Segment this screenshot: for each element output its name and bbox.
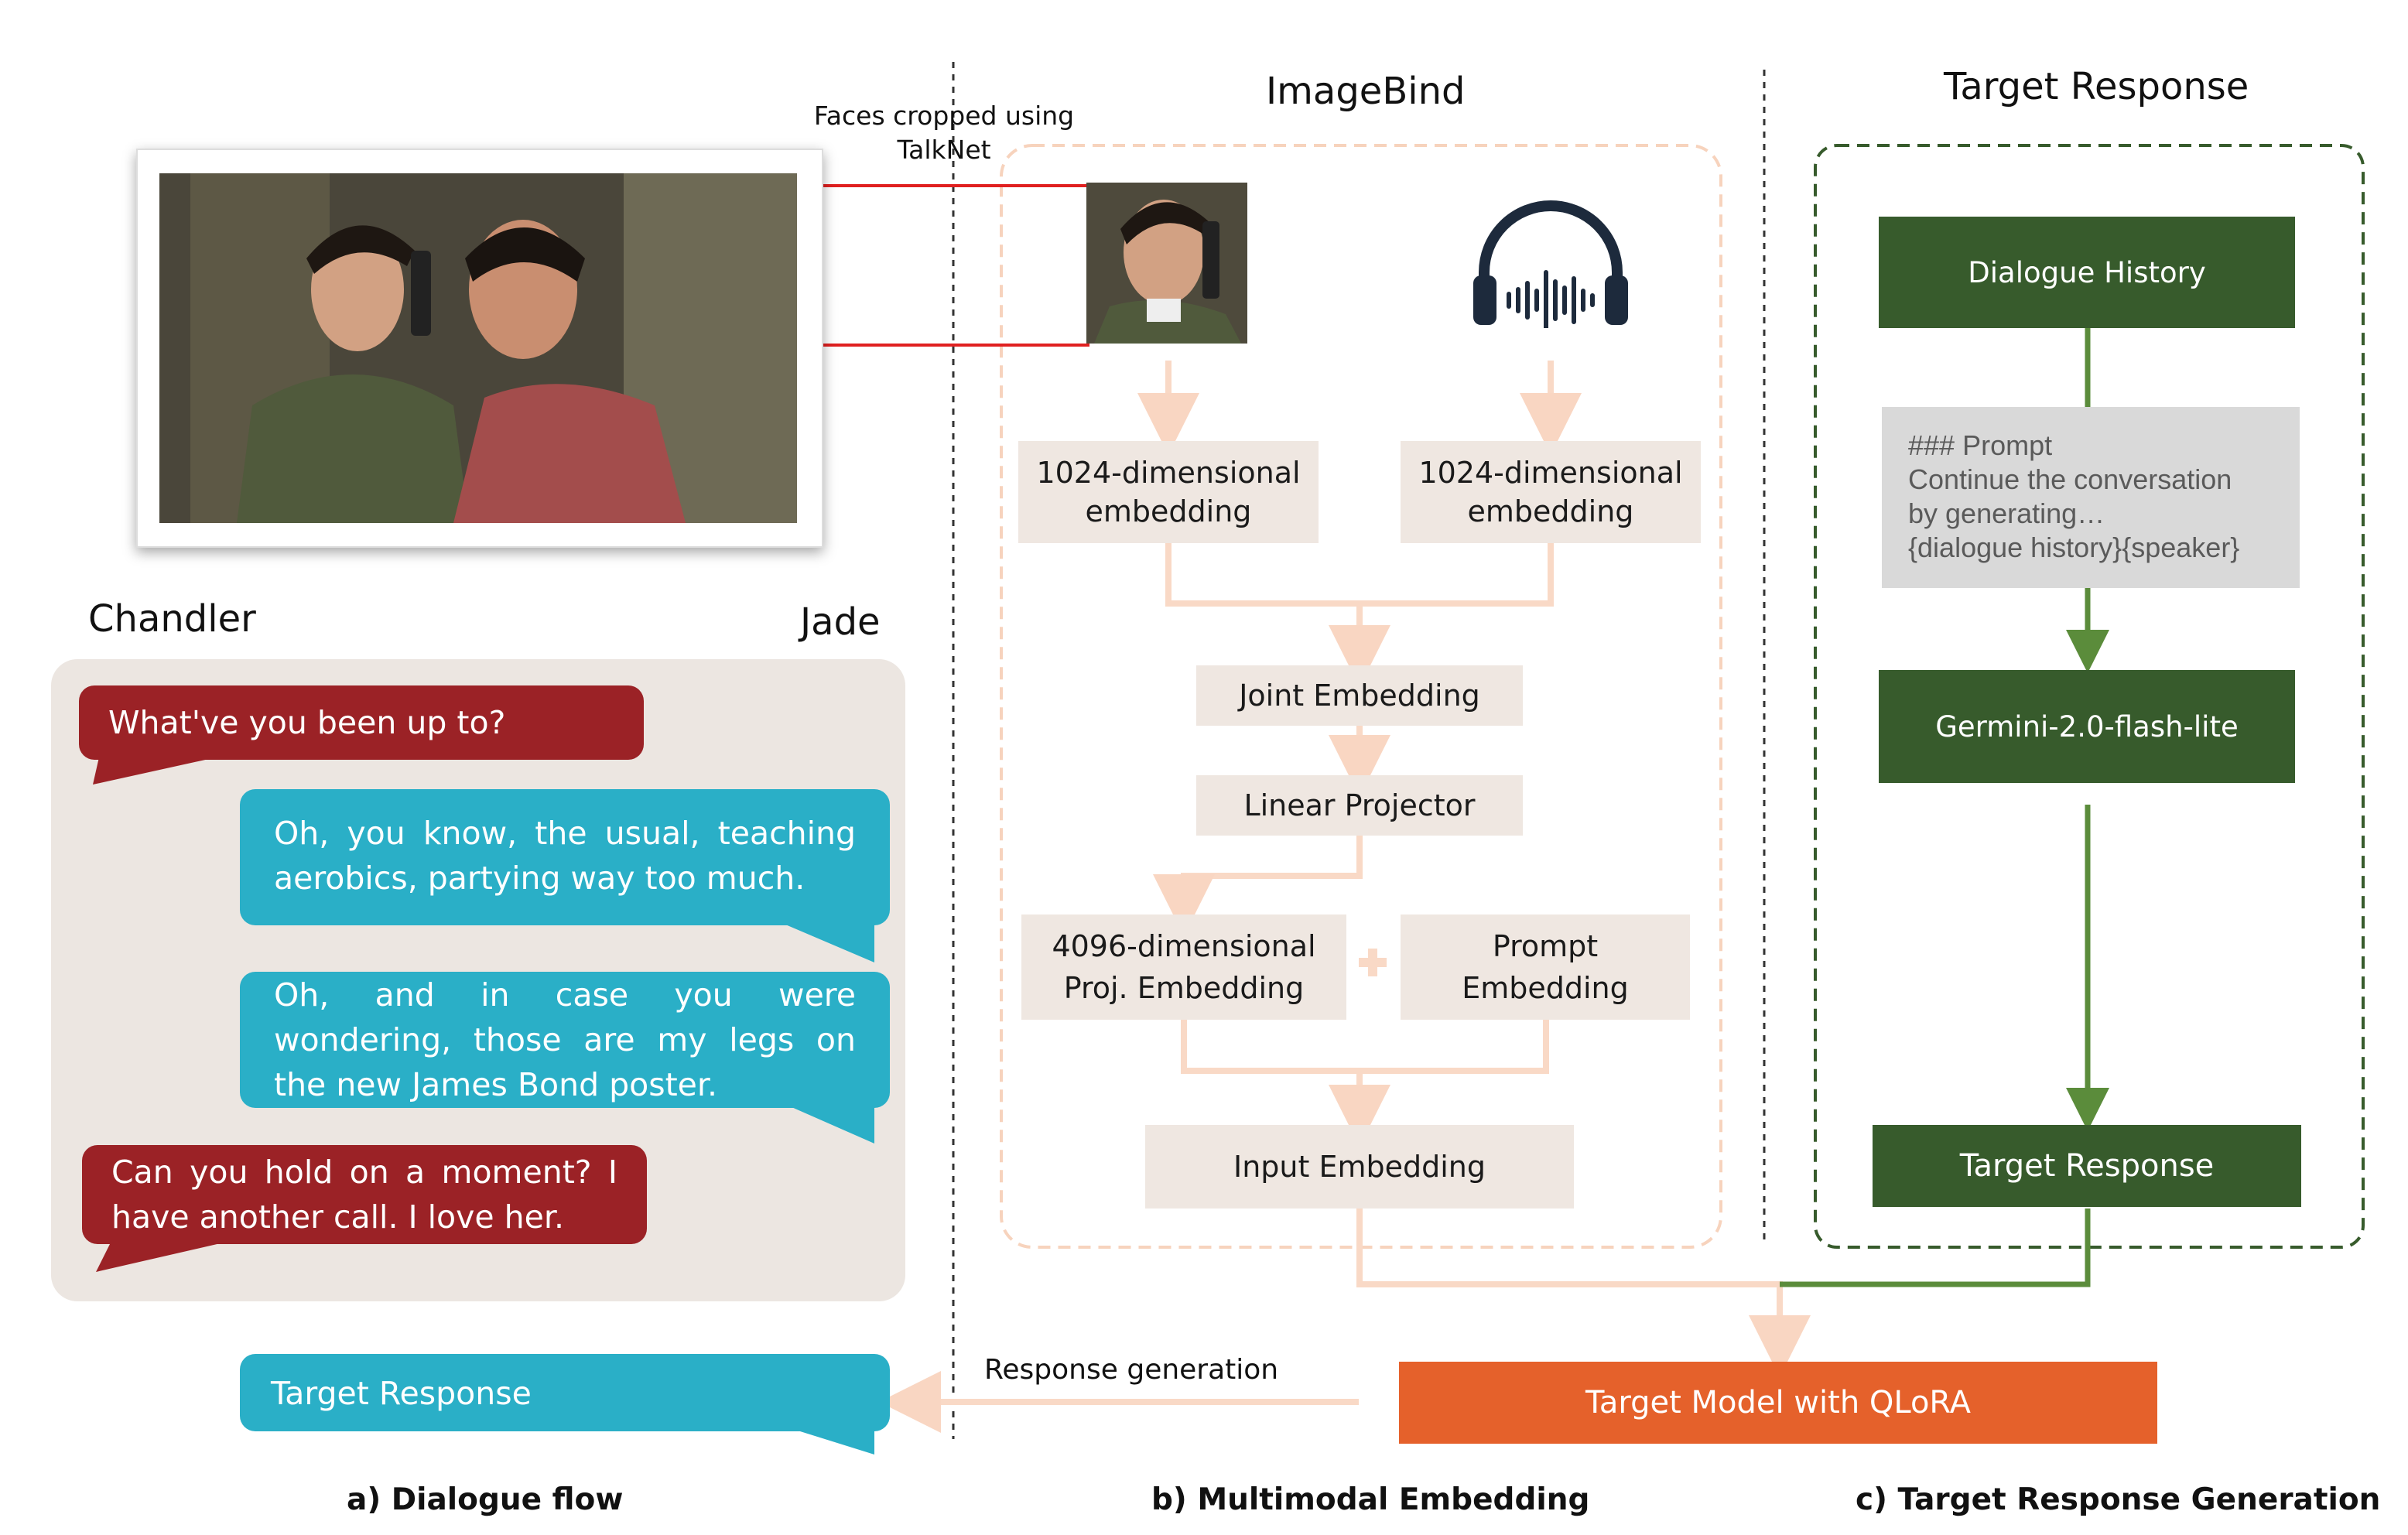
dialogue-history-box: Dialogue History xyxy=(1879,217,2295,328)
linear-projector-box: Linear Projector xyxy=(1196,775,1523,836)
message-bubble-1: What've you been up to? xyxy=(79,685,644,760)
proj-embedding-box: 4096-dimensional Proj. Embedding xyxy=(1021,915,1346,1020)
target-model-text: Target Model with QLoRA xyxy=(1585,1385,1971,1420)
input-embedding-box: Input Embedding xyxy=(1145,1125,1574,1209)
response-generation-label: Response generation xyxy=(984,1354,1279,1386)
headphones-soundwave-icon xyxy=(1473,200,1628,328)
joint-embedding-box: Joint Embedding xyxy=(1196,665,1523,726)
plus-icon xyxy=(1359,949,1387,976)
message-text-1: What've you been up to? xyxy=(108,704,506,741)
target-response-bubble-text: Target Response xyxy=(271,1375,532,1412)
input-embedding-text: Input Embedding xyxy=(1233,1150,1486,1184)
caption-target-response-generation: c) Target Response Generation xyxy=(1856,1482,2381,1517)
tv-scene-photo xyxy=(159,173,797,523)
message-bubble-4: Can you hold on a moment? I have another… xyxy=(82,1145,647,1244)
prompt-embedding-text: Prompt Embedding xyxy=(1462,929,1629,1005)
target-response-box-text: Target Response xyxy=(1959,1148,2215,1184)
faces-cropped-label: Faces cropped using TalkNet xyxy=(813,101,1075,165)
message-text-2: Oh, you know, the usual, teaching aerobi… xyxy=(274,815,856,897)
prompt-embedding-box: Prompt Embedding xyxy=(1401,915,1690,1020)
prompt-template-box: ### Prompt Continue the conversation by … xyxy=(1882,407,2300,588)
message-text-3: Oh, and in case you were wondering, thos… xyxy=(274,976,856,1103)
caption-dialogue-flow: a) Dialogue flow xyxy=(347,1482,624,1517)
dialogue-history-text: Dialogue History xyxy=(1968,255,2206,289)
video-embedding-text: 1024-dimensional embedding xyxy=(1036,456,1301,528)
audio-embedding-box: 1024-dimensional embedding xyxy=(1401,441,1701,543)
message-bubble-2: Oh, you know, the usual, teaching aerobi… xyxy=(240,789,890,925)
bubble-tail-2 xyxy=(758,913,874,962)
audio-embedding-text: 1024-dimensional embedding xyxy=(1418,456,1683,528)
target-response-title: Target Response xyxy=(1944,65,2249,108)
caption-multimodal-embedding: b) Multimodal Embedding xyxy=(1151,1482,1590,1517)
imagebind-title: ImageBind xyxy=(1266,70,1466,113)
message-bubble-3: Oh, and in case you were wondering, thos… xyxy=(240,972,890,1108)
prompt-template-text: ### Prompt Continue the conversation by … xyxy=(1908,429,2240,563)
message-text-4: Can you hold on a moment? I have another… xyxy=(111,1154,617,1236)
target-response-bubble: Target Response xyxy=(240,1354,890,1431)
target-response-box: Target Response xyxy=(1873,1125,2301,1207)
joint-embedding-text: Joint Embedding xyxy=(1239,679,1480,713)
cropped-face-photo xyxy=(1086,183,1247,344)
speaker-label-chandler: Chandler xyxy=(88,597,256,641)
gemini-model-box: Germini-2.0-flash-lite xyxy=(1879,670,2295,783)
speaker-label-jade: Jade xyxy=(800,600,881,644)
proj-embedding-text: 4096-dimensional Proj. Embedding xyxy=(1052,929,1316,1005)
target-model-box: Target Model with QLoRA xyxy=(1399,1362,2157,1444)
linear-projector-text: Linear Projector xyxy=(1243,788,1476,822)
gemini-model-text: Germini-2.0-flash-lite xyxy=(1935,709,2239,744)
video-embedding-box: 1024-dimensional embedding xyxy=(1018,441,1319,543)
